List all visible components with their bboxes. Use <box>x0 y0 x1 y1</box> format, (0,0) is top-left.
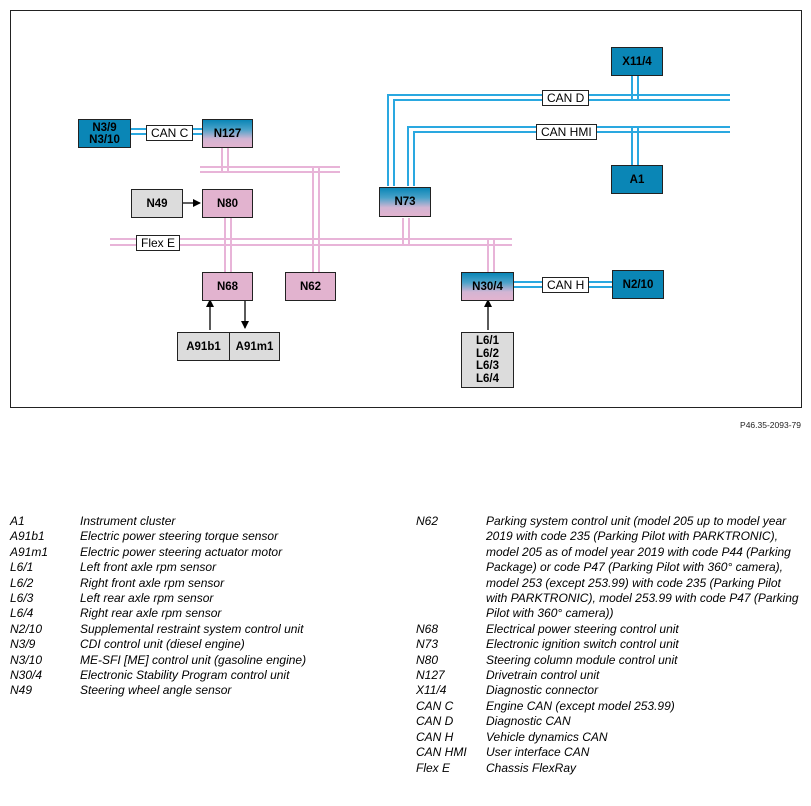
legend-entry: N62 Parking system control unit (model 20… <box>416 514 801 622</box>
legend-entry: L6/1 Left front axle rpm sensor <box>10 560 370 575</box>
legend-key: A91m1 <box>10 544 49 559</box>
legend-description: CDI control unit (diesel engine) <box>80 637 245 652</box>
legend-description: Engine CAN (except model 253.99) <box>486 698 675 713</box>
legend-key: N73 <box>416 637 439 652</box>
node-n2-10: N2/10 <box>612 270 664 299</box>
legend-description: Vehicle dynamics CAN <box>486 729 608 744</box>
legend-entry: N68 Electrical power steering control uni… <box>416 622 801 637</box>
bus-label-can-c: CAN C <box>146 125 194 141</box>
legend-description: Electric power steering actuator motor <box>80 544 283 559</box>
flexray-upper-bus <box>200 148 340 272</box>
legend-key: A1 <box>10 514 25 528</box>
node-a1: A1 <box>611 165 663 194</box>
legend-entry: L6/2 Right front axle rpm sensor <box>10 576 370 591</box>
legend-key: L6/3 <box>10 591 34 606</box>
legend-entry: L6/3 Left rear axle rpm sensor <box>10 591 370 606</box>
legend-key: N2/10 <box>10 621 43 636</box>
legend-key: CAN H <box>416 729 454 744</box>
legend-entry: L6/4 Right rear axle rpm sensor <box>10 606 370 621</box>
legend-key: N68 <box>416 621 439 636</box>
node-n3-9-n3-10: N3/9 N3/10 <box>78 119 131 148</box>
legend-description: Left front axle rpm sensor <box>80 560 217 575</box>
node-n127: N127 <box>202 119 253 148</box>
legend-description: User interface CAN <box>486 745 590 760</box>
legend-entry: A91m1 Electric power steering actuator mo… <box>10 545 370 560</box>
legend-description: Electronic ignition switch control unit <box>486 637 679 652</box>
legend-entry: N49 Steering wheel angle sensor <box>10 683 370 698</box>
bus-label-flex-e: Flex E <box>136 235 181 251</box>
legend-key: N3/10 <box>10 652 43 667</box>
node-n73: N73 <box>379 187 431 217</box>
legend-key: CAN D <box>416 714 454 729</box>
legend-entry: N30/4 Electronic Stability Program contro… <box>10 668 370 683</box>
legend-entry: N3/9 CDI control unit (diesel engine) <box>10 637 370 652</box>
legend-entry: CAN HMI User interface CAN <box>416 745 801 760</box>
legend-entry: N3/10 ME-SFI [ME] control unit (gasoline … <box>10 653 370 668</box>
legend-description: Supplemental restraint system control un… <box>80 621 304 636</box>
legend-entry: A1 Instrument cluster <box>10 514 370 529</box>
legend-entry: CAN H Vehicle dynamics CAN <box>416 730 801 745</box>
legend-key: N80 <box>416 652 439 667</box>
legend-key: N62 <box>416 514 439 528</box>
legend-entry: N2/10 Supplemental restraint system contr… <box>10 622 370 637</box>
legend-description: Instrument cluster <box>80 514 176 528</box>
legend-key: L6/1 <box>10 560 34 575</box>
legend-entry: Flex E Chassis FlexRay <box>416 761 801 776</box>
legend-key: N49 <box>10 683 33 698</box>
bus-label-can-h: CAN H <box>542 277 590 293</box>
legend-description: ME-SFI [ME] control unit (gasoline engin… <box>80 652 307 667</box>
legend-entry: A91b1 Electric power steering torque sens… <box>10 529 370 544</box>
can-d-bus <box>387 94 730 186</box>
legend-description: Steering column module control unit <box>486 652 678 667</box>
legend-entry: CAN D Diagnostic CAN <box>416 714 801 729</box>
can-h-bus <box>514 281 612 288</box>
node-n68: N68 <box>202 272 253 301</box>
can-hmi-bus <box>407 126 730 186</box>
legend-entry: N73 Electronic ignition switch control un… <box>416 637 801 652</box>
legend-description: Right front axle rpm sensor <box>80 575 225 590</box>
legend-key: N30/4 <box>10 668 43 683</box>
node-n30-4: N30/4 <box>461 272 514 301</box>
node-a91m1: A91m1 <box>229 332 280 361</box>
legend-key: X11/4 <box>416 683 447 698</box>
legend-key: CAN HMI <box>416 745 467 760</box>
x11-4-link <box>631 75 639 100</box>
legend-entry: N127 Drivetrain control unit <box>416 668 801 683</box>
bus-label-can-hmi: CAN HMI <box>536 124 597 140</box>
legend-description: Drivetrain control unit <box>486 668 600 683</box>
legend-description: Left rear axle rpm sensor <box>80 591 214 606</box>
legend-entry: N80 Steering column module control unit <box>416 653 801 668</box>
legend-description: Diagnostic connector <box>486 683 599 698</box>
node-x11-4: X11/4 <box>611 47 663 76</box>
node-n80: N80 <box>202 189 253 218</box>
legend-key: L6/2 <box>10 575 34 590</box>
legend-description: Electrical power steering control unit <box>486 621 679 636</box>
legend-key: A91b1 <box>10 529 45 544</box>
legend-description: Diagnostic CAN <box>486 714 571 729</box>
legend-description: Right rear axle rpm sensor <box>80 606 222 621</box>
figure-reference: P46.35-2093-79 <box>740 420 801 430</box>
legend-entry: CAN C Engine CAN (except model 253.99) <box>416 699 801 714</box>
node-n62: N62 <box>285 272 336 301</box>
legend-entry: X11/4 Diagnostic connector <box>416 683 801 698</box>
legend-description: Electric power steering torque sensor <box>80 529 279 544</box>
bus-label-can-d: CAN D <box>542 90 590 106</box>
legend-description: Chassis FlexRay <box>486 760 577 775</box>
node-a91b1: A91b1 <box>177 332 230 361</box>
legend-key: CAN C <box>416 698 454 713</box>
legend-key: N127 <box>416 668 445 683</box>
node-n49: N49 <box>131 189 183 218</box>
legend-key: L6/4 <box>10 606 34 621</box>
node-l6-group: L6/1 L6/2 L6/3 L6/4 <box>461 332 514 388</box>
legend-description: Parking system control unit (model 205 u… <box>486 514 799 621</box>
legend-right: N62 Parking system control unit (model 20… <box>416 514 801 776</box>
legend-description: Electronic Stability Program control uni… <box>80 668 290 683</box>
a1-link <box>631 127 639 165</box>
legend-description: Steering wheel angle sensor <box>80 683 232 698</box>
legend-key: Flex E <box>416 760 451 775</box>
network-diagram: X11/4 N3/9 N3/10 N127 N73 A1 N49 N80 N68… <box>10 10 802 408</box>
legend-key: N3/9 <box>10 637 36 652</box>
